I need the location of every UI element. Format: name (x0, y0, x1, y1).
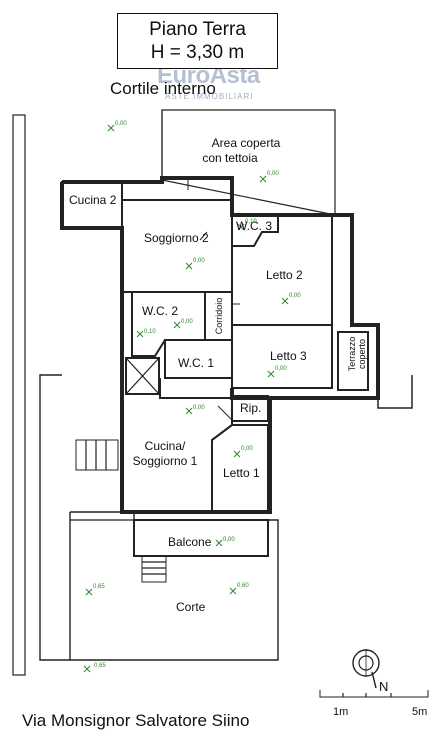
label-tettoia: con tettoia (202, 151, 258, 165)
level-value: 0,00 (115, 121, 127, 127)
corte-wall (70, 511, 279, 661)
title-height: H = 3,30 m (150, 42, 245, 63)
level-markers (83, 124, 289, 673)
level-value: 0,60 (237, 583, 249, 589)
corte-left-wall (39, 374, 71, 661)
label-wc3: W.C. 3 (236, 219, 273, 233)
level-marker-icon (229, 587, 237, 595)
level-marker-icon (281, 297, 289, 305)
level-marker-icon (185, 262, 193, 270)
label-wc2: W.C. 2 (142, 304, 179, 318)
label-letto1: Letto 1 (223, 466, 260, 480)
label-cucina-soggiorno1-a: Cucina/ (144, 439, 186, 453)
level-value: 0,00 (267, 171, 279, 177)
street-name: Via Monsignor Salvatore Siino (22, 711, 250, 730)
subtitle-courtyard: Cortile interno (110, 79, 216, 98)
level-marker-icon (259, 175, 267, 183)
title-box: Piano Terra H = 3,30 m (117, 13, 278, 69)
level-value: 0,00 (223, 537, 235, 543)
soggiorno2-wall (121, 199, 233, 293)
level-value: 0,65 (93, 584, 105, 590)
label-letto2: Letto 2 (266, 268, 303, 282)
level-value: 0,10 (144, 329, 156, 335)
label-corridoio: Corridoio (214, 297, 224, 335)
letto3-wall (231, 324, 333, 389)
level-value: 0,00 (275, 366, 287, 372)
level-marker-icon (173, 321, 181, 329)
label-balcone: Balcone (168, 535, 212, 549)
label-terrazzo: Terrazzo (347, 336, 357, 372)
scale-bar (319, 690, 429, 698)
scale-label-1m: 1m (333, 706, 349, 718)
level-value: 0,00 (193, 405, 205, 411)
terrazzo-wall (337, 331, 369, 391)
level-marker-icon (237, 223, 245, 231)
outer-wall-upper (62, 176, 380, 400)
label-wc1: W.C. 1 (178, 356, 215, 370)
label-terrazzo-coperto: coperto (357, 338, 367, 370)
level-marker-icon (233, 450, 241, 458)
label-cucina2: Cucina 2 (69, 193, 117, 207)
lift-wall (125, 357, 160, 395)
level-marker-icon (107, 124, 115, 132)
compass-north-label: N (379, 679, 389, 694)
label-corte: Corte (176, 600, 206, 614)
level-marker-icon (185, 407, 193, 415)
level-marker-icon (83, 665, 91, 673)
level-value: 0,00 (289, 293, 301, 299)
courtyard-edge (12, 114, 26, 676)
level-value: 0,00 (241, 446, 253, 452)
watermark-tagline: ASTE IMMOBILIARI (165, 92, 254, 101)
level-marker-icon (136, 330, 144, 338)
level-value: 0,00 (181, 319, 193, 325)
label-area-coperta: Area coperta (211, 136, 281, 150)
level-value: 0,00 (193, 258, 205, 264)
wc2-wall (131, 291, 206, 357)
label-rip: Rip. (240, 401, 262, 415)
label-soggiorno2: Soggiorno 2 (144, 231, 209, 245)
level-marker-icon (85, 588, 93, 596)
label-letto3: Letto 3 (270, 349, 307, 363)
level-marker-icon (267, 370, 275, 378)
level-value: 0,10 (245, 219, 257, 225)
level-marker-icon (215, 539, 223, 547)
level-value: 0,65 (94, 663, 106, 669)
stairs (141, 555, 167, 583)
title-floor: Piano Terra (149, 19, 246, 40)
label-cucina-soggiorno1-b: Soggiorno 1 (132, 454, 198, 468)
scale-label-5m: 5m (412, 706, 428, 718)
